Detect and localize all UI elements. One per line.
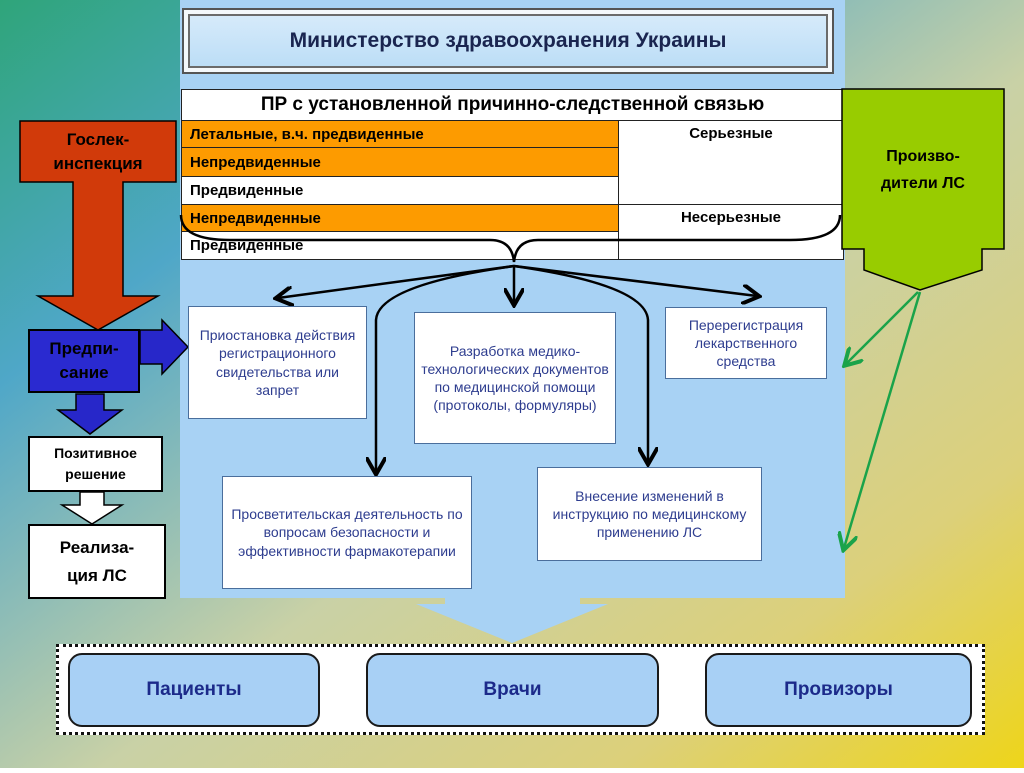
goslek-label: Гослек- инспекция <box>53 129 143 173</box>
action-suspend: Приостановка действия регистрационного с… <box>188 306 367 419</box>
pr-table: ПР с установленной причинно-следственной… <box>181 89 844 260</box>
table-row-foreseen-2: Предвиденные <box>181 231 619 260</box>
ministry-title: Министерство здравоохранения Украины <box>182 8 834 74</box>
pr-table-header: ПР с установленной причинно-следственной… <box>181 89 844 121</box>
category-serious: Серьезные <box>618 120 844 205</box>
positive-decision-box: Позитивное решение <box>28 436 163 492</box>
action-reregistration: Перерегистрация лекарственного средства <box>665 307 827 379</box>
action-instruction: Внесение изменений в инструкцию по медиц… <box>537 467 762 561</box>
audience-patients: Пациенты <box>68 653 320 727</box>
action-protocols: Разработка медико-технологических докуме… <box>414 312 616 444</box>
action-education: Просветительская деятельность по вопроса… <box>222 476 472 589</box>
table-row-unforeseen: Непредвиденные <box>181 147 619 177</box>
audience-pharmacists: Провизоры <box>705 653 972 727</box>
table-row-lethal: Летальные, в.ч. предвиденные <box>181 120 619 148</box>
realization-box: Реализа- ция ЛС <box>28 524 166 599</box>
predpisanie-box: Предпи- сание <box>28 329 140 393</box>
manufacturers-label: Произво- дители ЛС <box>881 147 965 192</box>
table-row-unforeseen-2: Непредвиденные <box>181 204 619 232</box>
table-row-foreseen: Предвиденные <box>181 176 619 205</box>
audience-doctors: Врачи <box>366 653 659 727</box>
category-nonserious: Несерьезные <box>618 204 844 260</box>
